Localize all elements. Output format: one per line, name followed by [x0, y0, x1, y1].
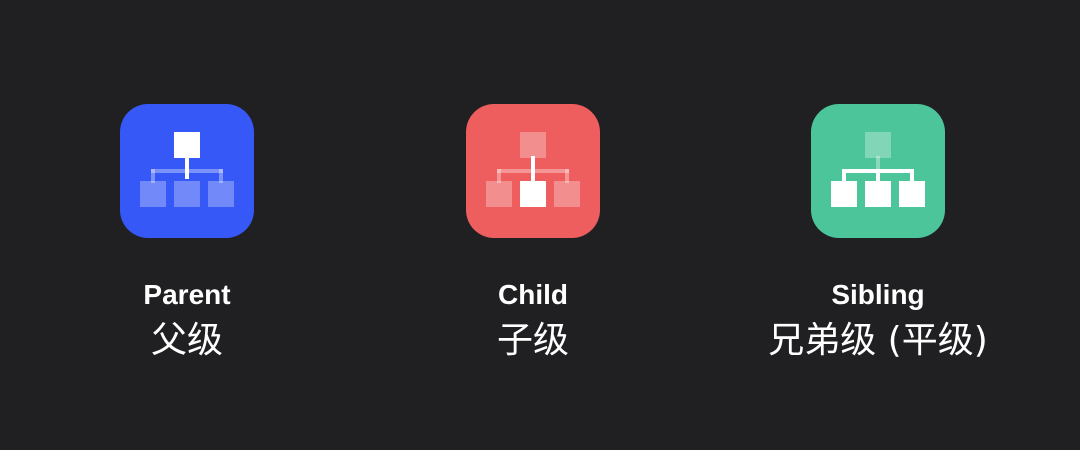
child-label-zh: 子级	[496, 320, 569, 361]
hierarchy-child-highlight-icon	[486, 132, 580, 207]
parent-label-zh: 父级	[150, 320, 223, 361]
sibling-label-zh: 兄弟级 (平级)	[768, 320, 988, 361]
child-card: Child 子级	[423, 104, 643, 362]
parent-label: Parent	[143, 279, 231, 310]
sibling-card: Sibling 兄弟级 (平级)	[768, 104, 988, 362]
parent-card: Parent 父级	[77, 104, 297, 362]
hierarchy-siblings-highlight-icon	[831, 132, 925, 207]
hierarchy-parent-highlight-icon	[140, 132, 234, 207]
sibling-tile	[811, 104, 945, 238]
sibling-label: Sibling	[831, 279, 925, 310]
child-label: Child	[498, 279, 568, 310]
parent-tile	[120, 104, 254, 238]
child-tile	[466, 104, 600, 238]
